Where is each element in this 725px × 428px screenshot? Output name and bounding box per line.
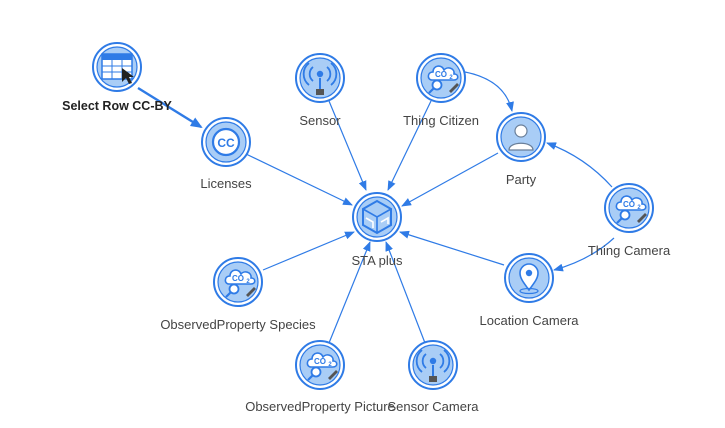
node-select-row[interactable]: Select Row CC-BY: [62, 42, 173, 113]
co2-text: CO: [232, 274, 244, 283]
co2-cloud-icon: CO 2: [295, 340, 345, 390]
edge-thing-camera-party: [546, 142, 613, 188]
edge-picture-sta: [328, 241, 371, 344]
table-select-icon: [92, 42, 142, 92]
node-thing-camera-label: Thing Camera: [588, 243, 671, 258]
node-sta-plus-label: STA plus: [351, 253, 403, 268]
node-observed-property-picture-label: ObservedProperty Picture: [245, 399, 395, 414]
person-icon: [496, 112, 546, 162]
node-party-label: Party: [506, 172, 537, 187]
edge-thing-camera-location: [553, 237, 615, 272]
edge-thing-citizen-sta: [387, 100, 432, 191]
node-licenses-label: Licenses: [200, 176, 252, 191]
node-location-camera-label: Location Camera: [480, 313, 580, 328]
co2-subscript: 2: [328, 362, 332, 368]
node-sta-plus[interactable]: STA plus: [351, 192, 403, 268]
edges: [137, 71, 615, 344]
edge-select-row-licenses: [137, 86, 203, 129]
co2-cloud-icon: CO 2: [416, 53, 466, 103]
map-pin-icon: [504, 253, 554, 303]
node-party[interactable]: Party: [496, 112, 546, 187]
node-sensor-label: Sensor: [299, 113, 341, 128]
co2-text: CO: [314, 357, 326, 366]
co2-subscript: 2: [449, 75, 453, 81]
node-sensor-camera[interactable]: Sensor Camera: [387, 340, 479, 414]
co2-subscript: 2: [637, 205, 641, 211]
co2-text: CO: [435, 70, 447, 79]
node-thing-citizen[interactable]: CO 2 Thing Citizen: [403, 53, 479, 128]
node-thing-citizen-label: Thing Citizen: [403, 113, 479, 128]
node-select-row-label: Select Row CC-BY: [62, 99, 172, 113]
edge-sensor-sta: [328, 100, 367, 191]
node-thing-camera[interactable]: CO 2 Thing Camera: [588, 183, 671, 258]
node-sensor[interactable]: Sensor: [295, 53, 345, 128]
co2-cloud-icon: CO 2: [213, 257, 263, 307]
co2-subscript: 2: [246, 279, 250, 285]
co2-text: CO: [623, 200, 635, 209]
node-observed-property-picture[interactable]: CO 2 ObservedProperty Picture: [245, 340, 395, 414]
node-licenses[interactable]: CC Licenses: [200, 117, 252, 191]
node-sensor-camera-label: Sensor Camera: [387, 399, 479, 414]
sensor-antenna-icon: [295, 53, 345, 103]
node-observed-property-species-label: ObservedProperty Species: [160, 317, 316, 332]
edge-party-sta: [401, 152, 499, 207]
edge-licenses-sta: [245, 153, 353, 206]
edge-species-sta: [262, 231, 355, 271]
sta-cube-logo-icon: [352, 192, 402, 242]
sensor-antenna-icon: [408, 340, 458, 390]
co2-cloud-icon: CO 2: [604, 183, 654, 233]
creative-commons-icon: CC: [201, 117, 251, 167]
node-observed-property-species[interactable]: CO 2 ObservedProperty Species: [160, 257, 316, 332]
edge-sensor-camera-sta: [385, 241, 426, 344]
node-location-camera[interactable]: Location Camera: [480, 253, 580, 328]
cc-icon-text: CC: [217, 136, 235, 150]
edge-location-sta: [399, 230, 505, 266]
edge-thing-citizen-party: [464, 71, 514, 112]
